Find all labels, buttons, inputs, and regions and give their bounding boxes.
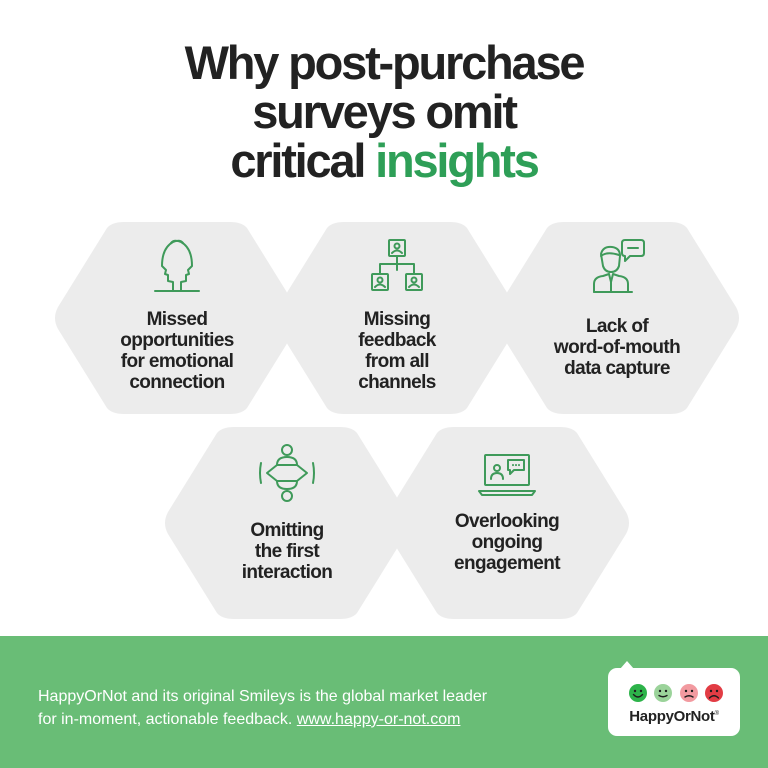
hexagon-background [385,427,629,619]
insight-card-emotional-connection: Missed opportunities for emotional conne… [52,220,302,416]
insight-card-all-channels: Missing feedback from all channels [272,220,522,416]
person-speech-bubble-icon [593,239,645,293]
hexagon-background [165,427,409,619]
two-faces-icon [154,239,200,292]
page-title: Why post-purchase surveys omit critical … [0,38,768,185]
smiley-faces-icon [629,684,723,702]
hexagon-background [55,222,299,414]
card-label: Overlooking ongoing engagement [454,511,561,574]
logo-wordmark: HappyOrNot® [629,708,719,725]
footer-text: HappyOrNot and its original Smileys is t… [38,685,598,731]
card-label: Missing feedback from all channels [358,309,436,393]
title-line-1: Why post-purchase [184,36,586,89]
logo-speech-notch [620,661,634,669]
card-label: Missed opportunities for emotional conne… [120,309,234,393]
title-line-3: critical insights [0,136,768,185]
hexagon-background [275,222,519,414]
title-line-3-plain: critical [230,134,366,187]
two-people-handshake-icon [259,444,315,502]
insight-card-first-interaction: Omitting the first interaction [162,425,412,621]
org-chart-people-icon [371,239,423,291]
card-label: Omitting the first interaction [241,520,333,583]
footer-text-line-1: HappyOrNot and its original Smileys is t… [38,688,488,705]
happyornot-logo: HappyOrNot® [608,661,740,736]
insight-card-ongoing-engagement: Overlooking ongoing engagement [382,425,632,621]
website-link[interactable]: www.happy-or-not.com [296,711,461,728]
title-line-2: surveys omit [252,85,518,138]
insight-card-word-of-mouth: Lack of word-of-mouth data capture [492,220,742,416]
title-accent-word: insights [375,134,540,187]
hexagon-background [495,222,739,414]
footer-text-line-2: for in-moment, actionable feedback. www.… [38,711,461,728]
laptop-video-chat-icon [478,454,536,496]
card-label: Lack of word-of-mouth data capture [553,316,681,379]
